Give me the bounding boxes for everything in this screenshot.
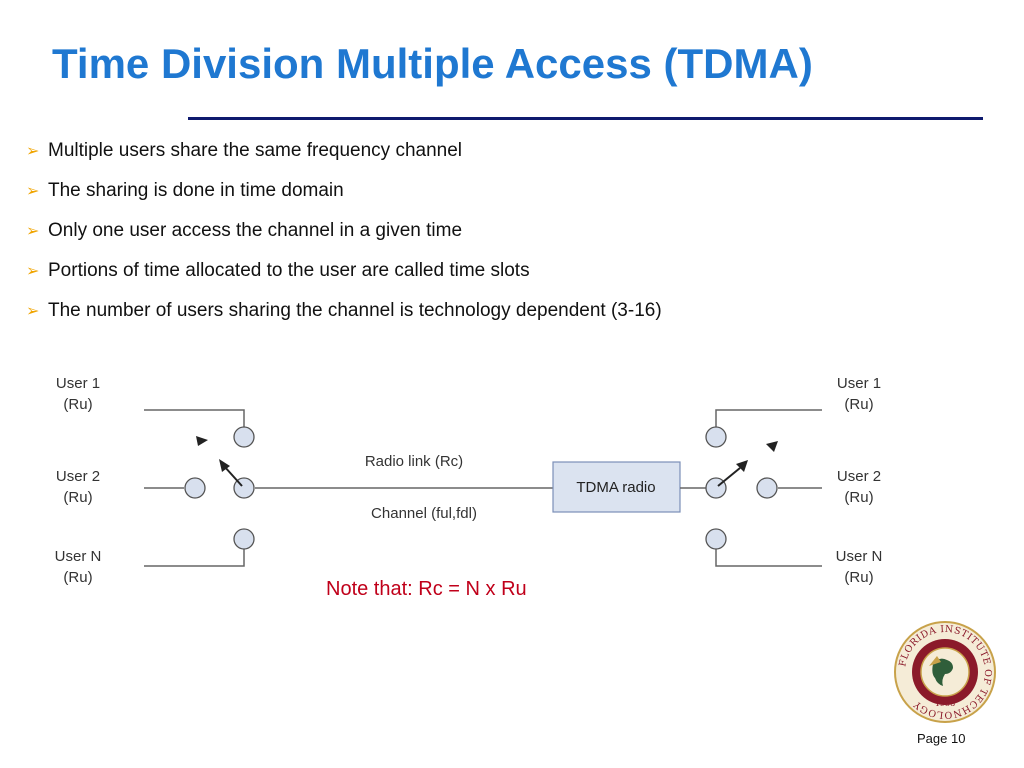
left-user-2-rate: (Ru) (63, 489, 92, 506)
right-user-1-wire (715, 409, 822, 427)
seal-year: 1958 (935, 699, 955, 708)
bullet-item: ➢ The sharing is done in time domain (26, 179, 662, 219)
left-user-n-wire (144, 549, 245, 567)
tdma-radio-label: TDMA radio (576, 479, 655, 496)
arrow-bullet-icon: ➢ (26, 183, 40, 200)
radio-link-label: Radio link (Rc) (365, 453, 463, 470)
left-user-1-wire (144, 409, 245, 427)
left-user-n-rate: (Ru) (63, 569, 92, 586)
bullet-text: Multiple users share the same frequency … (48, 140, 463, 161)
bullet-item: ➢ Portions of time allocated to the user … (26, 259, 662, 299)
right-user-1-name: User 1 (837, 375, 881, 392)
right-user-2-name: User 2 (837, 468, 881, 485)
tdma-radio-box (552, 461, 681, 513)
bullet-item: ➢ Multiple users share the same frequency… (26, 139, 662, 179)
left-terminal-1 (233, 426, 255, 448)
left-switch-arm (223, 465, 243, 487)
seal-star-icon (929, 656, 941, 666)
left-user-2-name: User 2 (56, 468, 100, 485)
right-user-1-rate: (Ru) (844, 396, 873, 413)
bullet-text: The number of users sharing the channel … (48, 300, 662, 321)
channel-label: Channel (ful,fdl) (371, 505, 477, 522)
note-text: Note that: Rc = N x Ru (326, 578, 527, 600)
left-user-1-name: User 1 (56, 375, 100, 392)
right-switch-arrow-icon (736, 460, 748, 472)
left-switch-arrow-icon (219, 459, 230, 472)
left-user-n-name: User N (55, 548, 102, 565)
bullet-item: ➢ The number of users sharing the channel… (26, 299, 662, 339)
title-underline (188, 117, 983, 120)
arrow-bullet-icon: ➢ (26, 143, 40, 160)
arrow-bullet-icon: ➢ (26, 223, 40, 240)
bullet-text: Only one user access the channel in a gi… (48, 220, 463, 241)
right-switch-arm (717, 467, 741, 487)
globe-americas-icon (932, 658, 953, 686)
right-user-2-rate: (Ru) (844, 489, 873, 506)
left-terminal-n (233, 528, 255, 550)
left-user-1-rate: (Ru) (63, 396, 92, 413)
right-user-n-name: User N (836, 548, 883, 565)
right-user-n-rate: (Ru) (844, 569, 873, 586)
arrow-bullet-icon: ➢ (26, 263, 40, 280)
arrow-bullet-icon: ➢ (26, 303, 40, 320)
left-switch-wiring (144, 409, 553, 567)
bullet-text: Portions of time allocated to the user a… (48, 260, 530, 281)
florida-tech-seal-logo: FLORIDA INSTITUTE OF TECHNOLOGY 1958 (894, 621, 996, 723)
page-number: Page 10 (917, 731, 966, 746)
left-rotation-arrow-icon (196, 436, 208, 446)
left-terminal-2 (184, 477, 206, 499)
right-terminal-n (705, 528, 727, 550)
bullet-list: ➢ Multiple users share the same frequency… (26, 139, 662, 339)
right-rotation-arrow-icon (766, 441, 778, 452)
right-user-n-wire (715, 549, 822, 567)
right-terminal-2 (756, 477, 778, 499)
right-terminal-1 (705, 426, 727, 448)
slide-title: Time Division Multiple Access (TDMA) (52, 40, 813, 87)
right-switch-wiring (680, 409, 822, 567)
bullet-text: The sharing is done in time domain (48, 180, 344, 201)
bullet-item: ➢ Only one user access the channel in a g… (26, 219, 662, 259)
